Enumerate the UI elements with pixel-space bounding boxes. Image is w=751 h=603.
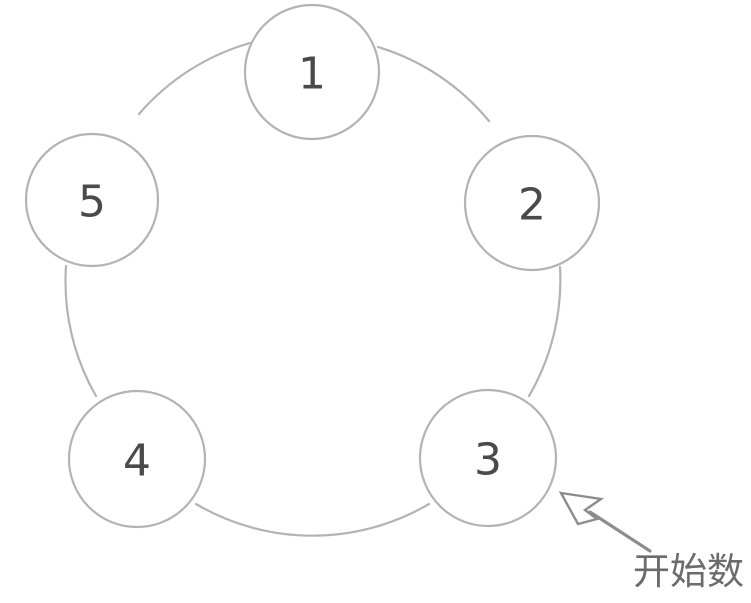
node-1-circle[interactable] (243, 3, 381, 141)
arc-2-to-3 (527, 265, 562, 398)
node-4[interactable]: 4 (67, 389, 207, 529)
node-1-label: 1 (298, 49, 326, 100)
arrow-shaft (588, 510, 652, 553)
arc-5-to-1 (137, 41, 252, 116)
node-3-circle[interactable] (418, 388, 558, 528)
node-2-circle[interactable] (463, 134, 601, 272)
arc-4-to-5 (64, 264, 98, 398)
node-3-label: 3 (474, 435, 502, 486)
node-5-label: 5 (78, 177, 106, 228)
annotation-label: 开始数 (633, 550, 744, 593)
arc-3-to-4 (194, 502, 431, 537)
node-4-label: 4 (123, 436, 151, 487)
annotation-arrow (558, 491, 652, 553)
node-3[interactable]: 3 (418, 388, 558, 528)
ring-arcs (64, 41, 562, 537)
node-5-circle[interactable] (24, 132, 160, 268)
node-5[interactable]: 5 (24, 132, 160, 268)
node-4-circle[interactable] (67, 389, 207, 529)
node-2[interactable]: 2 (463, 134, 601, 272)
arrow-head-icon (558, 491, 605, 526)
arc-1-to-2 (376, 45, 491, 123)
node-2-label: 2 (518, 180, 546, 231)
node-1[interactable]: 1 (243, 3, 381, 141)
